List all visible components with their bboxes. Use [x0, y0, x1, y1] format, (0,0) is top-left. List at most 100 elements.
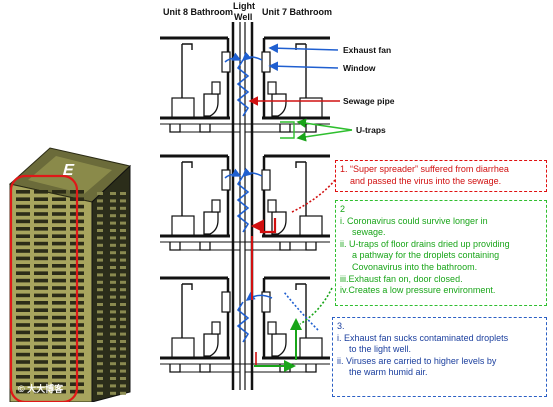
tower-window-band: [34, 367, 48, 372]
tower-window-band: [52, 301, 66, 305]
box3-line: ii. Viruses are carried to higher levels…: [337, 355, 497, 366]
u-trap: [279, 242, 291, 251]
tower-window-band: [120, 229, 126, 232]
sewage-pipe-label: Sewage pipe: [343, 96, 395, 106]
tower-window-band: [52, 219, 66, 224]
unit8-bathroom-label: Unit 8 Bathroom: [163, 7, 234, 17]
tower-window-band: [110, 229, 116, 232]
shower-left: [181, 161, 193, 216]
tower-window-band: [110, 310, 116, 314]
tower-window-band: [52, 375, 66, 379]
tower-window-band: [16, 308, 30, 312]
box3-line: to the light well.: [349, 344, 412, 355]
tower-window-band: [110, 362, 116, 366]
tower-window-band: [97, 251, 103, 255]
tower-window-band: [97, 295, 103, 299]
tower-window-band: [52, 241, 66, 246]
watermark-text: © 大大博客: [18, 384, 64, 394]
tower-window-band: [52, 367, 66, 372]
box2-line: ii. U-traps of floor drains dried up pro…: [340, 238, 510, 249]
tower-window-band: [16, 264, 30, 268]
tower-window-band: [120, 303, 126, 306]
exhaust-fan-right: [261, 291, 271, 313]
tower-window-band: [52, 338, 66, 342]
tower-window-band: [52, 345, 66, 349]
tower-window-band: [110, 391, 116, 395]
tower-window-band: [97, 391, 103, 395]
tower-window-band: [52, 308, 66, 312]
toilet-left: [203, 333, 219, 357]
tower-window-band: [110, 369, 116, 373]
tower-window-band: [16, 256, 30, 261]
tower-window-band: [110, 258, 116, 262]
box1-line: 1. “Super spreader” suffered from diarrh…: [340, 164, 509, 174]
tower-window-band: [110, 347, 116, 351]
tower-window-band: [110, 206, 116, 210]
tower-window-band: [16, 293, 30, 298]
tower-window-band: [34, 352, 48, 357]
tower-window-band: [16, 382, 30, 386]
tower-window-band: [16, 278, 30, 283]
tower-window-band: [34, 219, 48, 224]
tower-window-band: [97, 347, 103, 351]
tower-window-band: [16, 241, 30, 246]
tower-window-band: [34, 360, 48, 364]
toilet-tank-left: [211, 199, 221, 213]
tower-window-band: [97, 229, 103, 232]
exhaust-fan-label: Exhaust fan: [343, 45, 392, 55]
tower-window-band: [16, 352, 30, 357]
tower-window-band: [16, 345, 30, 349]
toilet-right: [271, 333, 287, 357]
tower-window-band: [16, 315, 30, 320]
tower-window-band: [110, 332, 116, 336]
u-trap: [199, 242, 211, 251]
tower-window-band: [52, 227, 66, 231]
tower-window-band: [97, 221, 103, 225]
tower-window-band: [34, 308, 48, 312]
tower-window-band: [52, 204, 66, 209]
tower-window-band: [16, 360, 30, 364]
tower-window-band: [52, 197, 66, 201]
tower-window-band: [34, 338, 48, 342]
toilet-tank-right: [267, 321, 277, 335]
u-trap: [305, 242, 317, 251]
tower-window-band: [97, 377, 103, 380]
tower-window-band: [34, 227, 48, 231]
tower-window-band: [34, 330, 48, 335]
u-trap: [279, 124, 291, 133]
tower-window-band: [97, 288, 103, 292]
tub-left: [171, 337, 195, 359]
explanation-box-3: 3. i. Exhaust fan sucks contaminated dro…: [332, 317, 547, 397]
tower-window-band: [16, 234, 30, 238]
u-trap: [199, 364, 211, 373]
tower-window-band: [34, 264, 48, 268]
tower-window-band: [97, 258, 103, 262]
tower-window-band: [16, 330, 30, 335]
tower-window-band: [52, 212, 66, 216]
tower-window-band: [34, 271, 48, 275]
shower-right: [295, 43, 307, 98]
u-traps-label: U-traps: [356, 125, 386, 135]
tower-window-band: [52, 278, 66, 283]
tub-right: [299, 337, 323, 359]
u-trap: [169, 124, 181, 133]
tower-window-band: [120, 243, 126, 247]
tower-window-band: [97, 325, 103, 329]
tower-window-band: [97, 303, 103, 306]
tower-window-band: [34, 375, 48, 379]
tower-window-band: [16, 389, 30, 394]
tower-window-band: [97, 384, 103, 388]
tower-window-band: [110, 325, 116, 329]
tower-window-band: [16, 190, 30, 194]
toilet-left: [203, 211, 219, 235]
tower-window-band: [97, 243, 103, 247]
tower-window-band: [52, 249, 66, 253]
tower-window-band: [120, 391, 126, 395]
tower-window-band: [52, 352, 66, 357]
tower-window-band: [34, 323, 48, 327]
tower-window-band: [52, 234, 66, 238]
toilet-right: [271, 93, 287, 117]
tower-window-band: [34, 249, 48, 253]
toilet-tank-left: [211, 81, 221, 95]
tower-window-band: [34, 212, 48, 216]
